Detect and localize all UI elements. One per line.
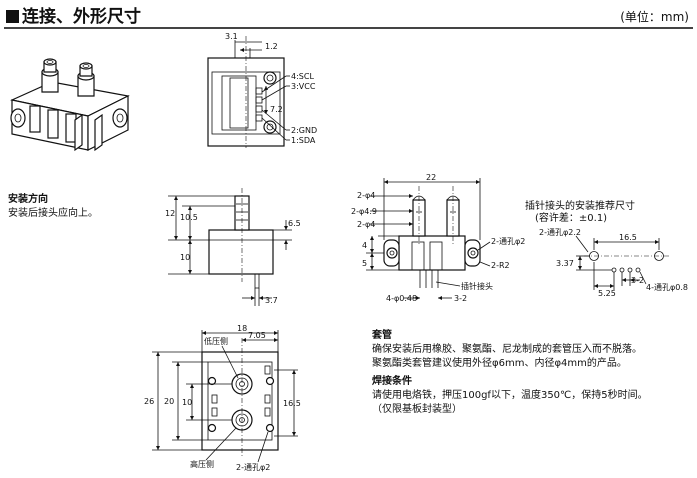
pin-label-scl: 4:SCL bbox=[291, 72, 314, 81]
bottom-dim-10: 10 bbox=[182, 398, 192, 407]
install-direction-title: 安装方向 bbox=[8, 194, 48, 205]
unit-label: (单位：mm) bbox=[620, 10, 689, 24]
pinout-dim-3-1: 3.1 bbox=[225, 32, 238, 41]
pin-mount-dim-5-25: 5.25 bbox=[598, 289, 616, 298]
bottom-dim-20: 20 bbox=[164, 397, 174, 406]
front-dim-2-phi4: 2-φ4 bbox=[357, 220, 375, 229]
pinout-view bbox=[207, 36, 290, 148]
product-3d-view bbox=[10, 58, 130, 152]
bottom-dim-7-05: 7.05 bbox=[248, 331, 266, 340]
pin-mount-dim-3-2: 3-2 bbox=[631, 276, 644, 285]
high-pressure-side-label: 高压侧 bbox=[190, 459, 214, 469]
pin-label-sda: 1:SDA bbox=[291, 136, 316, 145]
bottom-through-hole-label: 2-通孔φ2 bbox=[236, 462, 270, 472]
bottom-dim-16-5: 16.5 bbox=[283, 399, 301, 408]
front-view bbox=[366, 178, 491, 300]
tube-line-1: 确保安装后用橡胶、聚氨酯、尼龙制成的套管压入而不脱落。 bbox=[372, 344, 642, 355]
front-dim-2-r2: 2-R2 bbox=[491, 261, 510, 270]
front-dim-4: 4 bbox=[362, 241, 367, 250]
pin-mount-dim-3-37: 3.37 bbox=[556, 259, 574, 268]
side-dim-3-7: 3.7 bbox=[265, 296, 278, 305]
side-view bbox=[168, 188, 292, 306]
front-dim-5: 5 bbox=[362, 259, 367, 268]
pin-mount-dim-hole-2-2: 2-通孔φ2.2 bbox=[539, 227, 581, 237]
bottom-dim-26: 26 bbox=[144, 397, 154, 406]
welding-title: 焊接条件 bbox=[372, 376, 412, 387]
front-pin-connector-label: 插针接头 bbox=[461, 281, 493, 291]
pin-mount-view bbox=[575, 235, 670, 290]
pinout-dim-1-2: 1.2 bbox=[265, 42, 278, 51]
bottom-dim-18: 18 bbox=[237, 324, 247, 333]
side-dim-6-5: 6.5 bbox=[288, 219, 301, 228]
square-bullet-icon bbox=[6, 10, 19, 23]
side-dim-10-5: 10.5 bbox=[180, 213, 198, 222]
side-dim-10: 10 bbox=[180, 253, 190, 262]
tube-line-2: 聚氨酯类套管建议使用外径φ6mm、内径φ4mm的产品。 bbox=[372, 358, 627, 369]
front-dim-22: 22 bbox=[426, 173, 436, 182]
pin-label-gnd: 2:GND bbox=[291, 126, 317, 135]
tube-title: 套管 bbox=[372, 330, 392, 341]
pin-mount-dim-16-5: 16.5 bbox=[619, 233, 637, 242]
front-dim-4-phi0-48: 4-φ0.48 bbox=[386, 294, 417, 303]
pin-mount-dim-hole-0-8: 4-通孔φ0.8 bbox=[646, 282, 688, 292]
page-title: 连接、外形尺寸 bbox=[6, 2, 141, 27]
pin-label-vcc: 3:VCC bbox=[291, 82, 316, 91]
pinout-dim-7-2: 7.2 bbox=[270, 105, 283, 114]
front-dim-3-2: 3-2 bbox=[454, 294, 467, 303]
front-dim-2-phi4-top: 2-φ4 bbox=[357, 191, 375, 200]
welding-line-1: 请使用电烙铁，押压100gf以下，温度350℃，保持5秒时间。 bbox=[372, 390, 648, 401]
low-pressure-side-label: 低压侧 bbox=[204, 336, 228, 346]
install-direction-text: 安装后接头应向上。 bbox=[8, 208, 98, 219]
welding-line-2: （仅限基板封装型） bbox=[372, 404, 462, 415]
side-dim-12: 12 bbox=[165, 209, 175, 218]
bottom-view bbox=[152, 330, 298, 463]
front-dim-2-phi4-9: 2-φ4.9 bbox=[351, 207, 377, 216]
pin-mount-title: 插针接头的安装推荐尺寸 bbox=[525, 201, 635, 212]
header-rule bbox=[4, 27, 693, 29]
pin-mount-tolerance: (容许差：±0.1) bbox=[535, 213, 608, 224]
front-dim-through-hole-phi2: 2-通孔φ2 bbox=[491, 236, 525, 246]
